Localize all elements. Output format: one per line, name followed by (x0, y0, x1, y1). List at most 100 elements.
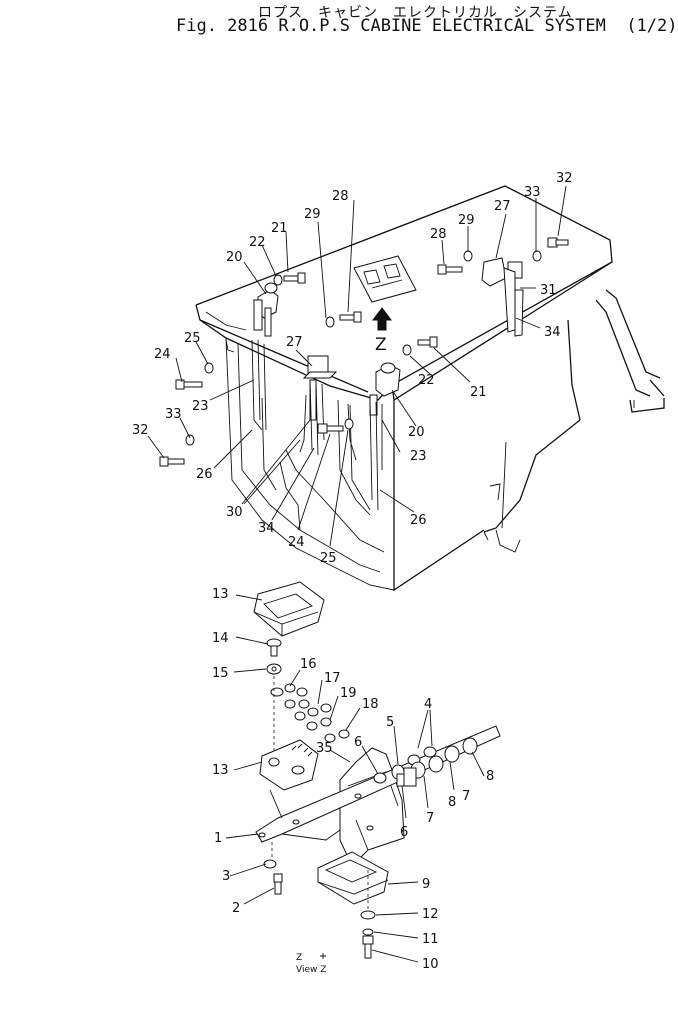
clip-chain-19 (306, 717, 332, 731)
bolt-21-left (283, 272, 306, 284)
callout-27: 27 (286, 335, 303, 350)
bolt-28-front (339, 311, 362, 323)
screw-14 (266, 638, 282, 657)
callout-18: 18 (362, 697, 379, 712)
cover-13-upper (253, 581, 325, 637)
callout-33: 33 (165, 407, 182, 422)
washer-29-rear (463, 250, 473, 262)
figure-title-japanese: ロプス キャビン エレクトリカル システム (258, 5, 573, 21)
washer-11 (362, 928, 374, 936)
bolt-21-right (417, 336, 438, 348)
callout-34: 34 (258, 521, 275, 536)
callout-21-right: 21 (470, 385, 487, 400)
washer-15 (266, 663, 282, 675)
callout-24-lower: 24 (288, 535, 305, 550)
callout-23-right: 23 (410, 449, 427, 464)
callout-25: 25 (184, 331, 201, 346)
lamp-bracket-left (253, 282, 279, 337)
callout-31: 31 (540, 283, 557, 298)
callout-4: 4 (424, 697, 432, 712)
cab-wall (225, 319, 581, 592)
callout-15: 15 (212, 666, 229, 681)
callout-34-rear: 34 (544, 325, 561, 340)
callout-21: 21 (271, 221, 288, 236)
callout-22-right: 22 (418, 373, 435, 388)
washer-25-right (344, 418, 354, 430)
wire-harness-right (369, 399, 383, 511)
wire-harness-mid (309, 379, 357, 461)
connector-27-front (302, 355, 338, 421)
bolt-28-rear (437, 264, 463, 275)
washer-25-left (204, 362, 214, 374)
callout-20-right: 20 (408, 425, 425, 440)
callout-28-rear: 28 (430, 227, 447, 242)
callout-7-lower: 7 (426, 811, 434, 826)
callout-22: 22 (249, 235, 266, 250)
callout-26-right: 26 (410, 513, 427, 528)
screw-10 (362, 935, 374, 959)
callout-14: 14 (212, 631, 229, 646)
callout-13: 13 (212, 587, 229, 602)
washer-3 (263, 859, 277, 869)
callout-24: 24 (154, 347, 171, 362)
view-caption: Z View Z (296, 953, 326, 975)
view-caption-text: View Z (296, 965, 326, 975)
callout-13-lower: 13 (212, 763, 229, 778)
callout-7: 7 (462, 789, 470, 804)
callout-6-lower: 6 (400, 825, 408, 840)
figure-title: Fig. 2816 R.O.P.S CABINE ELECTRICAL SYST… (176, 16, 678, 36)
callout-5: 5 (386, 715, 394, 730)
washer-29-front (325, 316, 335, 328)
lamp-bracket-right (369, 362, 401, 416)
callout-25-lower: 25 (320, 551, 337, 566)
callout-1: 1 (214, 831, 222, 846)
washer-12 (360, 910, 376, 920)
callout-28: 28 (332, 189, 349, 204)
callout-23: 23 (192, 399, 209, 414)
washer-22-right (402, 344, 412, 356)
callout-10: 10 (422, 957, 439, 972)
rops-leg (595, 289, 665, 413)
callout-27-rear: 27 (494, 199, 511, 214)
view-z-arrow (372, 307, 392, 331)
callout-6: 6 (354, 735, 362, 750)
switches-row (373, 737, 478, 787)
bolt-24-left (175, 379, 203, 390)
callout-8: 8 (486, 769, 494, 784)
cover-9 (317, 851, 389, 905)
callout-12: 12 (422, 907, 439, 922)
callout-32-rear: 32 (556, 171, 573, 186)
callout-33-rear: 33 (524, 185, 541, 200)
callout-labels: 28 29 21 22 20 25 24 23 33 32 26 27 30 3… (132, 171, 573, 972)
callout-19: 19 (340, 686, 357, 701)
cover-13-lower (259, 739, 319, 791)
clip-chain-16 (270, 683, 310, 709)
callout-35: 35 (316, 741, 333, 756)
panel-35 (339, 747, 405, 867)
callout-29-rear: 29 (458, 213, 475, 228)
view-z-detail (353, 255, 417, 303)
clip-chain-18 (324, 729, 350, 743)
bolt-32-left (159, 456, 185, 467)
washer-22-left (273, 274, 283, 286)
callout-20: 20 (226, 250, 243, 265)
bracket-1 (255, 725, 501, 843)
callout-11: 11 (422, 932, 439, 947)
washer-33-left (185, 434, 195, 446)
view-z-marker: Z (375, 335, 387, 355)
bolt-2 (273, 873, 283, 895)
callout-17: 17 (324, 671, 341, 686)
leader-lines (147, 185, 567, 963)
view-caption-z: Z (296, 953, 302, 963)
callout-26: 26 (196, 467, 213, 482)
callout-8-lower: 8 (448, 795, 456, 810)
callout-3: 3 (222, 869, 230, 884)
clip-chain-17 (294, 703, 332, 721)
lamp-bracket-rear (481, 257, 524, 337)
washer-33-rear (532, 250, 542, 262)
bolt-24-right (317, 423, 344, 434)
callout-30: 30 (226, 505, 243, 520)
callout-29: 29 (304, 207, 321, 222)
callout-2: 2 (232, 901, 240, 916)
